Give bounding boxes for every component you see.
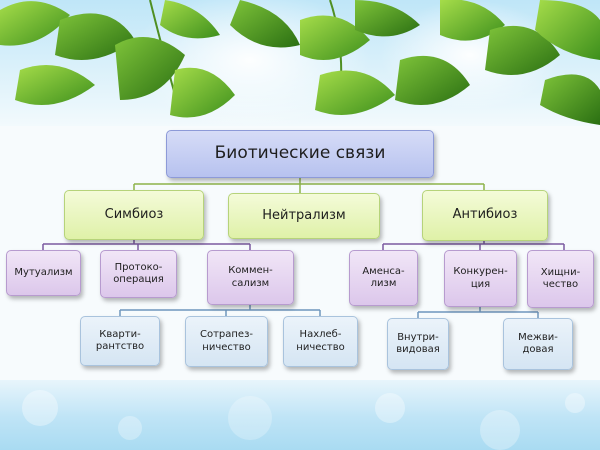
node-antibiosis: Антибиоз: [422, 190, 548, 241]
leaf-banner: [0, 0, 600, 128]
node-predation: Хищни- чество: [527, 250, 594, 308]
node-intraspecific: Внутри- видовая: [387, 318, 449, 370]
node-commensalism: Коммен- сализм: [207, 250, 294, 305]
node-protocooperation: Протоко- операция: [100, 250, 177, 298]
root-node: Биотические связи: [166, 130, 434, 178]
sky-footer: [0, 378, 600, 450]
node-inquilinism: Кварти- рантство: [80, 316, 160, 366]
bokeh-decoration: [22, 390, 585, 450]
node-interspecific: Межви- довая: [503, 318, 573, 370]
node-symbiosis: Симбиоз: [64, 190, 204, 240]
leaves-illustration: [0, 0, 600, 128]
node-commensal-feeding: Сотрапез- ничество: [185, 316, 268, 367]
node-freeloading: Нахлеб- ничество: [283, 316, 358, 367]
node-mutualism: Мутуализм: [6, 250, 81, 296]
node-amensalism: Аменса- лизм: [349, 250, 418, 306]
node-neutralism: Нейтрализм: [228, 193, 380, 239]
node-competition: Конкурен- ция: [444, 250, 517, 307]
